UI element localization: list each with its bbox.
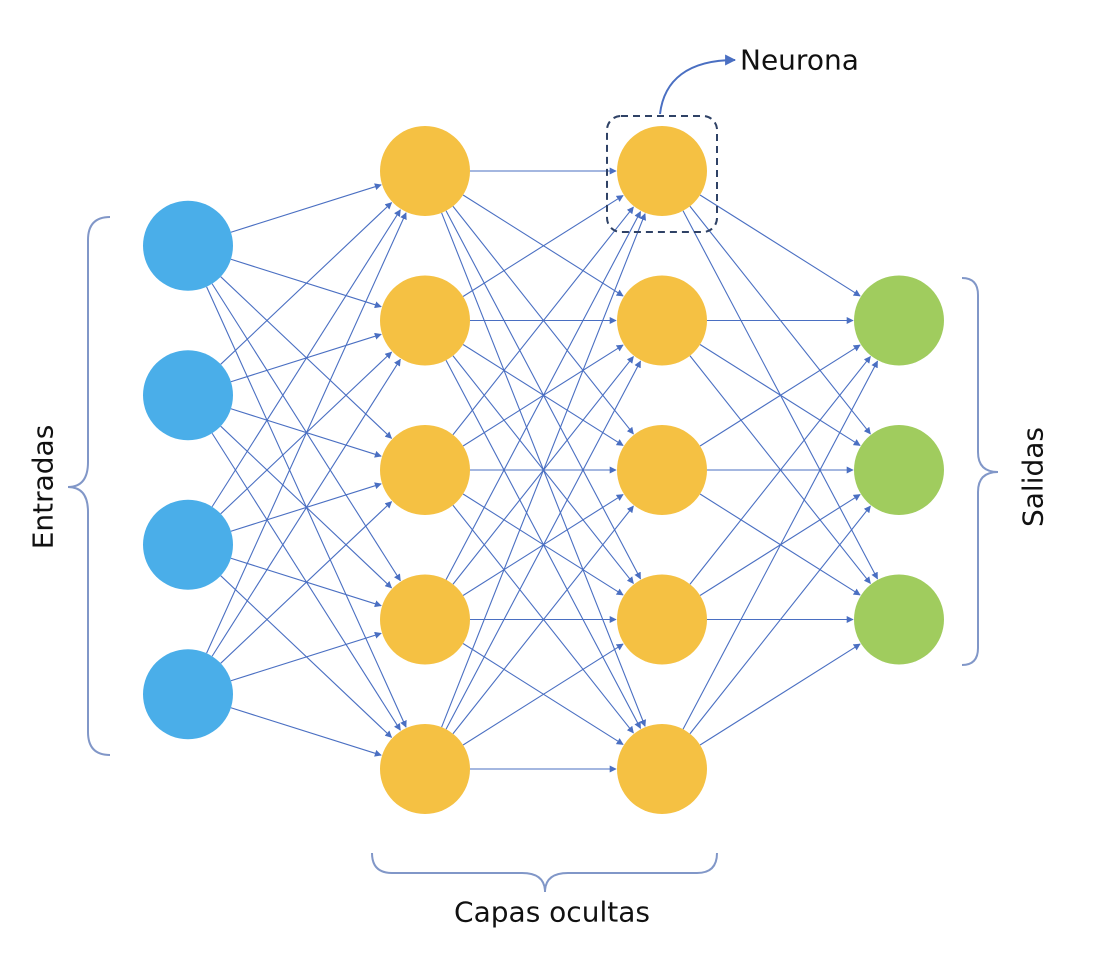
connection-l0-3-to-1 — [211, 358, 401, 657]
connection-l2-2-to-0 — [699, 344, 861, 447]
connection-l1-4-to-3 — [462, 643, 624, 746]
hidden-neuron-layer2-3 — [617, 425, 707, 515]
connection-l2-4-to-1 — [689, 505, 871, 735]
hidden-neuron-layer2-2 — [617, 275, 707, 366]
input-neuron-3 — [143, 499, 233, 590]
outputs-label: Salidas — [1017, 427, 1050, 527]
connection-l2-4-to-2 — [699, 643, 861, 746]
connection-l0-3-to-2 — [220, 501, 393, 664]
neuron-label: Neurona — [740, 44, 859, 77]
output-neuron-2 — [854, 425, 944, 515]
connection-l0-3-to-0 — [206, 212, 407, 654]
connection-l2-3-to-0 — [689, 356, 871, 585]
hidden-neuron-3 — [380, 425, 470, 515]
input-neuron-2 — [143, 350, 233, 441]
hidden-neuron-5 — [380, 724, 470, 814]
hidden-neuron-layer2-5 — [617, 724, 707, 814]
connection-l0-0-to-0 — [230, 183, 382, 233]
output-neuron-1 — [854, 275, 944, 366]
inputs-bracket — [67, 216, 111, 756]
connection-l0-3-to-4 — [230, 707, 382, 757]
hidden-layers-label: Capas ocultas — [454, 896, 650, 929]
connection-l1-4-to-1 — [445, 360, 641, 730]
neurons-group — [143, 126, 944, 814]
connection-l2-0-to-0 — [699, 194, 861, 297]
connection-l1-4-to-2 — [452, 505, 634, 735]
inputs-label: Entradas — [27, 425, 60, 550]
connection-l1-2-to-0 — [452, 206, 634, 436]
neuron-callout-arrow — [659, 54, 737, 115]
connection-l0-3-to-3 — [230, 631, 382, 682]
hidden-neuron-1 — [380, 126, 470, 216]
outputs-bracket — [961, 277, 999, 666]
connection-l2-4-to-0 — [682, 360, 878, 730]
input-neuron-4 — [143, 649, 233, 740]
connection-l1-3-to-0 — [445, 211, 641, 580]
connection-l0-2-to-0 — [211, 209, 401, 508]
output-neuron-3 — [854, 574, 944, 665]
connection-l0-1-to-0 — [220, 202, 393, 365]
hidden-neuron-layer2-1 — [617, 126, 707, 216]
hidden-neuron-4 — [380, 574, 470, 665]
hidden-neuron-layer2-4 — [617, 574, 707, 665]
hidden-layers-bracket — [371, 852, 718, 893]
connection-l1-4-to-0 — [441, 213, 646, 728]
neuron-highlight-box — [606, 115, 718, 233]
hidden-neuron-2 — [380, 275, 470, 366]
connections-group — [206, 167, 878, 773]
connection-l1-1-to-0 — [462, 195, 624, 297]
input-neuron-1 — [143, 200, 233, 291]
